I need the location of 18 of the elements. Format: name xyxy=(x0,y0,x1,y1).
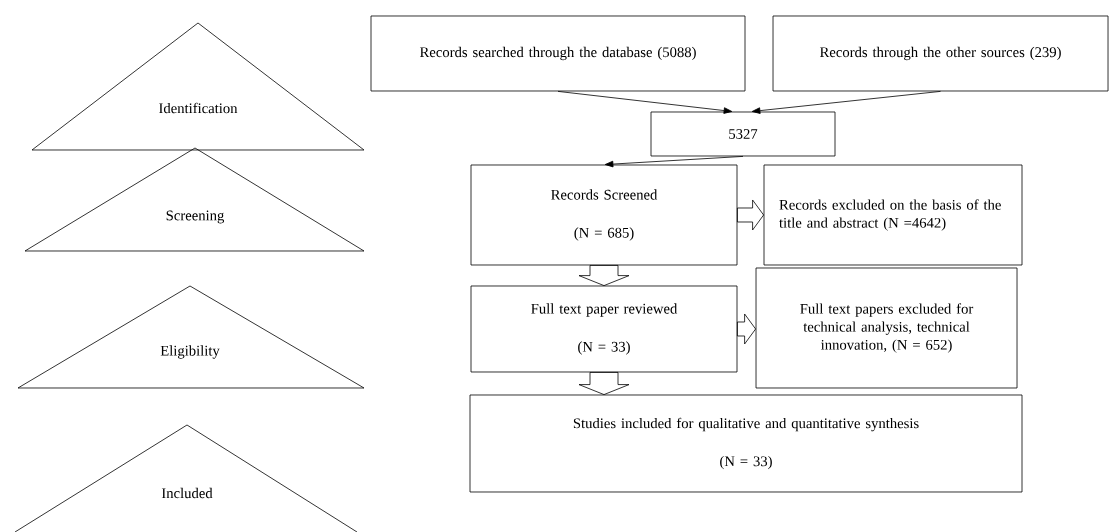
process-box: Full text papers excluded for technical analysis, technical innovation, (N = 652) xyxy=(755,267,1018,389)
process-box: Studies included for qualitative and quantitative synthesis (N = 33) xyxy=(469,394,1023,493)
block-arrow xyxy=(578,265,630,286)
arrow xyxy=(604,156,744,168)
process-box: Full text paper reviewed (N = 33) xyxy=(470,285,738,373)
process-box: Records searched through the database (5088) xyxy=(370,15,746,92)
block-arrow xyxy=(737,199,764,231)
arrow xyxy=(557,91,733,114)
process-box: Records excluded on the basis of the title and abstract (N =4642) xyxy=(763,164,1023,266)
stage-triangle: Screening xyxy=(24,147,365,252)
stage-triangle: Identification xyxy=(31,22,365,151)
process-box: Records through the other sources (239) xyxy=(772,15,1109,92)
process-box: 5327 xyxy=(650,111,836,157)
process-box: Records Screened (N = 685) xyxy=(470,164,738,266)
block-arrow xyxy=(737,313,756,345)
stage-triangle: Eligibility xyxy=(17,285,365,389)
arrow xyxy=(751,91,941,114)
block-arrow xyxy=(578,372,630,395)
